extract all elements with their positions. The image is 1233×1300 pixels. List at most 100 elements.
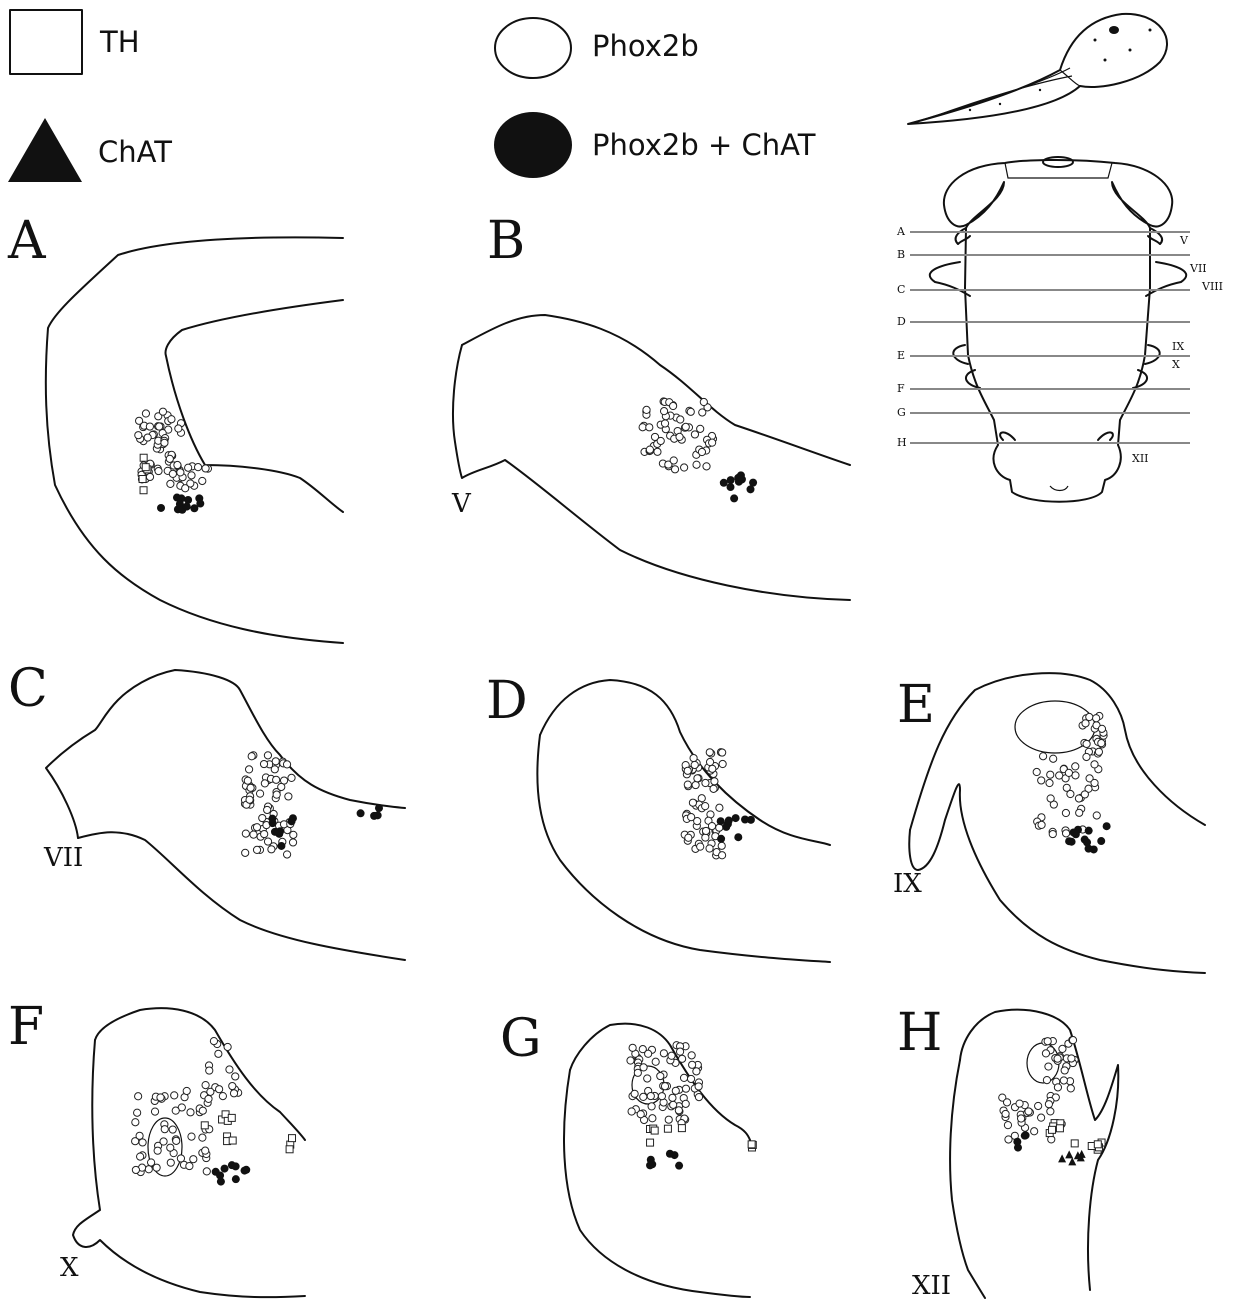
phox2b-cell — [652, 1058, 659, 1065]
phox2b-cell — [648, 1103, 655, 1110]
phox2b-cell — [711, 778, 718, 785]
phox2b-cell — [139, 1139, 146, 1146]
phox2b-cell — [215, 1050, 222, 1057]
phox2b-cell — [155, 467, 162, 474]
phox2b-chat-cell — [727, 476, 735, 484]
phox2b-cell — [689, 1061, 696, 1068]
phox2b-cell — [194, 464, 201, 471]
phox2b-cell — [1059, 1045, 1066, 1052]
phox2b-cell — [1049, 830, 1056, 837]
phox2b-chat-cell — [730, 494, 738, 502]
phox2b-cell — [1068, 1055, 1075, 1062]
phox2b-cell — [629, 1044, 636, 1051]
phox2b-cell — [1050, 755, 1057, 762]
phox2b-chat-cell — [666, 1150, 674, 1158]
phox2b-chat-cell — [741, 816, 749, 824]
th-cell — [1071, 1140, 1078, 1147]
phox2b-cell — [146, 473, 153, 480]
phox2b-cell — [690, 754, 697, 761]
phox2b-cell — [278, 783, 285, 790]
phox2b-cell — [1072, 763, 1079, 770]
legend-th-label: TH — [99, 25, 140, 59]
phox2b-cell — [682, 423, 689, 430]
phox2b-cell — [132, 1119, 139, 1126]
panel-label-D: D — [486, 671, 528, 731]
schematic-nerve-V: V — [1179, 234, 1189, 247]
phox2b-chat-cell — [157, 504, 165, 512]
phox2b-cell — [682, 1100, 689, 1107]
phox2b-cell — [676, 433, 683, 440]
phox2b-cell — [672, 1087, 679, 1094]
phox2b-cell — [1095, 748, 1102, 755]
phox2b-cell — [693, 1068, 700, 1075]
phox2b-cell — [654, 448, 661, 455]
phox2b-chat-cell — [183, 503, 191, 511]
phox2b-chat-cell — [374, 811, 382, 819]
phox2b-cell — [272, 758, 279, 765]
phox2b-cell — [719, 760, 726, 767]
phox2b-cell — [700, 398, 707, 405]
panel-label-G: G — [500, 1009, 542, 1069]
chat-cell — [1058, 1154, 1066, 1162]
phox2b-cell — [661, 420, 668, 427]
phox2b-cell — [264, 806, 271, 813]
legend-chat-label: ChAT — [98, 135, 172, 169]
section-E-nerve-label: IX — [893, 869, 922, 899]
phox2b-cell — [1044, 1038, 1051, 1045]
section-H-nerve-label: XII — [912, 1271, 951, 1300]
phox2b-cell — [640, 1093, 647, 1100]
phox2b-cell — [643, 406, 650, 413]
phox2b-cell — [1054, 1055, 1061, 1062]
phox2b-cell — [718, 852, 725, 859]
phox2b-cell — [1056, 772, 1063, 779]
phox2b-cell — [646, 446, 653, 453]
th-cell — [647, 1139, 654, 1146]
phox2b-cell — [660, 408, 667, 415]
chat-cell — [1065, 1150, 1073, 1158]
phox2b-cell — [1067, 790, 1074, 797]
phox2b-cell — [692, 781, 699, 788]
phox2b-cell — [177, 1155, 184, 1162]
phox2b-cell — [244, 777, 251, 784]
phox2b-cell — [697, 425, 704, 432]
phox2b-cell — [668, 1052, 675, 1059]
phox2b-cell — [1082, 720, 1089, 727]
phox2b-cell — [283, 761, 290, 768]
section-G-outline — [570, 1024, 750, 1140]
phox2b-cell — [146, 423, 153, 430]
phox2b-cell — [1039, 753, 1046, 760]
phox2b-cell — [1035, 1102, 1042, 1109]
phox2b-chat-cell — [732, 814, 740, 822]
phox2b-cell — [168, 416, 175, 423]
phox2b-cell — [248, 753, 255, 760]
schematic-level-C: C — [897, 283, 905, 296]
phox2b-chat-cell — [717, 817, 725, 825]
schematic-level-E: E — [897, 349, 905, 362]
phox2b-cell — [134, 1109, 141, 1116]
phox2b-cell — [703, 463, 710, 470]
phox2b-cell — [171, 1092, 178, 1099]
phox2b-cell — [161, 1126, 168, 1133]
phox2b-chat-cell — [1103, 822, 1111, 830]
phox2b-cell — [1031, 1128, 1038, 1135]
schematic-nerve-VII: VII — [1189, 262, 1207, 275]
phox2b-cell — [173, 1137, 180, 1144]
panel-label-H: H — [897, 1003, 942, 1063]
phox2b-cell — [1046, 779, 1053, 786]
phox2b-cell — [639, 424, 646, 431]
phox2b-cell — [628, 1108, 635, 1115]
phox2b-chat-cell — [184, 496, 192, 504]
phox2b-cell — [695, 1083, 702, 1090]
phox2b-cell — [157, 1094, 164, 1101]
phox2b-cell — [261, 830, 268, 837]
phox2b-cell — [684, 767, 691, 774]
phox2b-chat-cell — [1065, 837, 1073, 845]
th-cell — [289, 1135, 296, 1142]
phox2b-cell — [1004, 1122, 1011, 1129]
phox2b-cell — [687, 1075, 694, 1082]
phox2b-cell — [186, 1162, 193, 1169]
phox2b-cell — [271, 766, 278, 773]
phox2b-cell — [708, 822, 715, 829]
phox2b-cell — [273, 791, 280, 798]
phox2b-chat-cell — [232, 1175, 240, 1183]
